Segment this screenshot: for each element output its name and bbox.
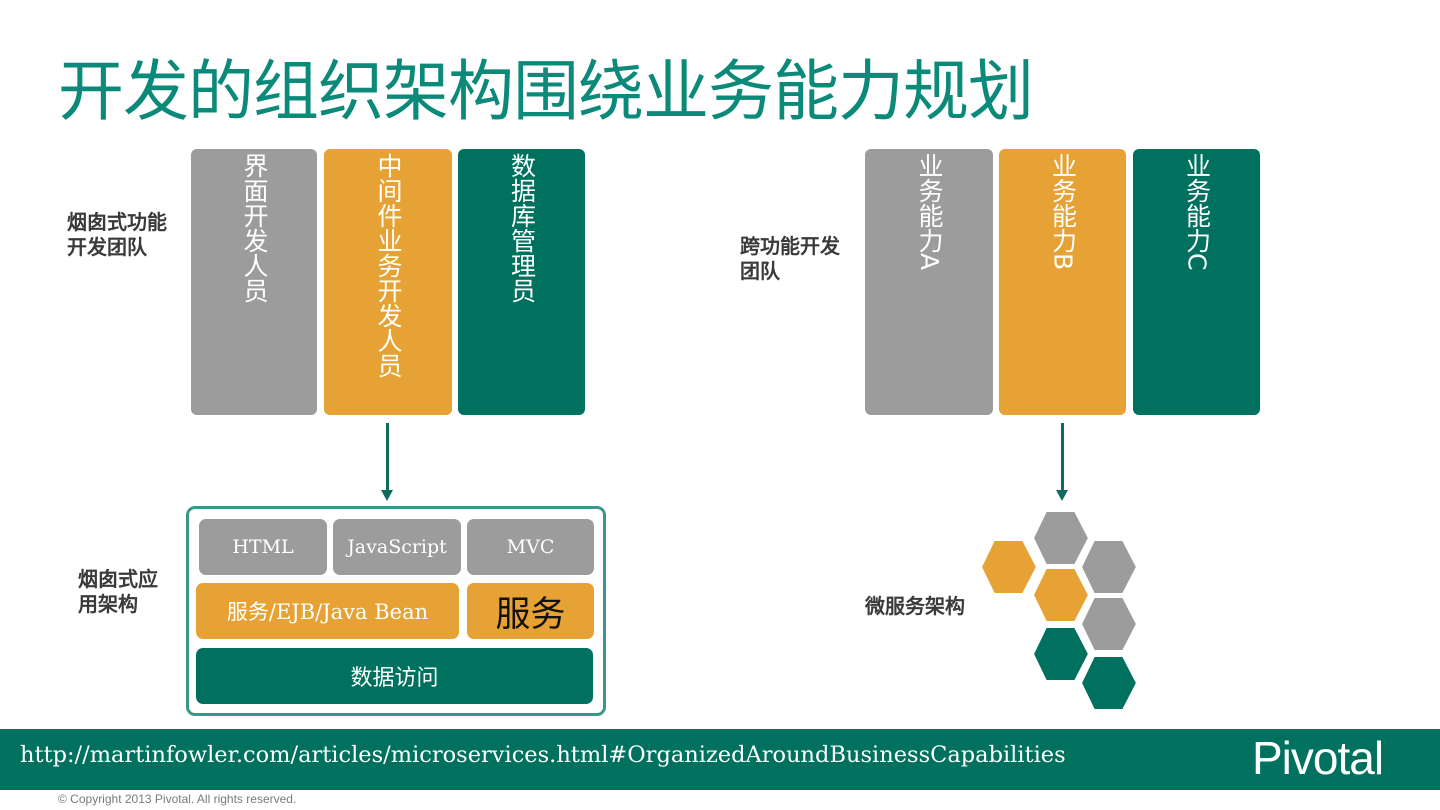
team-column-capability-b: 业务能力B [999,149,1126,415]
column-label: 中间件业务开发人员 [374,153,403,378]
arrow-line-left [386,423,389,491]
column-label: 界面开发人员 [240,153,269,303]
hexagon-2 [1031,510,1091,566]
hexagon-4 [1031,567,1091,623]
stack-block-service: 服务 [467,583,594,639]
column-label: 业务能力A [915,153,944,271]
hexagon-5 [1079,596,1139,652]
silo-team-label: 烟囱式功能 开发团队 [67,210,167,259]
stack-block-service-ejb: 服务/EJB/Java Bean [196,583,459,639]
stack-block-mvc: MVC [467,519,594,575]
hexagon-3 [1079,539,1139,595]
microservices-hexagon-cluster [979,510,1139,711]
stack-block-data-access: 数据访问 [196,648,593,704]
arrow-down-icon [1056,490,1068,501]
team-column-capability-a: 业务能力A [865,149,993,415]
column-label: 业务能力B [1048,153,1078,271]
hexagon-6 [1031,626,1091,682]
team-column-ui-developers: 界面开发人员 [191,149,317,415]
hexagon-7 [1079,655,1139,711]
footer-bar [0,729,1440,790]
stack-block-html: HTML [199,519,327,575]
source-url-link[interactable]: http://martinfowler.com/articles/microse… [20,742,1066,768]
page-title: 开发的组织架构围绕业务能力规划 [58,53,1034,130]
column-label: 数据库管理员 [507,153,537,303]
hexagon-1 [979,539,1039,595]
team-column-middleware-developers: 中间件业务开发人员 [324,149,452,415]
team-column-capability-c: 业务能力C [1133,149,1260,415]
microservices-architecture-label: 微服务架构 [865,594,965,618]
silo-architecture-stack [186,506,606,716]
pivotal-logo: Pivotal [1252,732,1384,784]
copyright-text: © Copyright 2013 Pivotal. All rights res… [58,792,297,806]
silo-architecture-label: 烟囱式应 用架构 [78,567,158,616]
arrow-down-icon [381,490,393,501]
arrow-line-right [1061,423,1064,491]
team-column-dba: 数据库管理员 [458,149,585,415]
stack-block-javascript: JavaScript [333,519,461,575]
column-label: 业务能力C [1182,153,1212,271]
cross-functional-team-label: 跨功能开发 团队 [740,234,840,283]
